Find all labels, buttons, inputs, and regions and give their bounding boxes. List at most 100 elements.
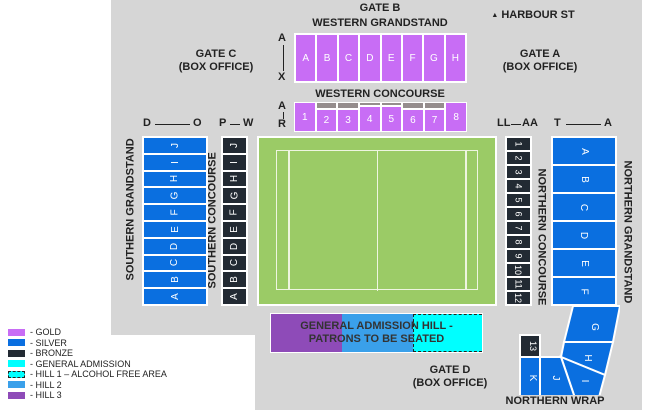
- concourse-overhead: [381, 103, 402, 105]
- nc-section[interactable]: 1: [507, 138, 530, 152]
- sc-section-label: B: [228, 276, 240, 284]
- ng-section[interactable]: D: [553, 222, 615, 250]
- wc-section[interactable]: 7: [424, 110, 445, 131]
- nc-section[interactable]: 9: [507, 250, 530, 264]
- nc-section-label: 3: [513, 169, 524, 175]
- gate-a-label: GATE A (BOX OFFICE): [490, 48, 590, 74]
- wg-section[interactable]: E: [382, 35, 403, 81]
- sc-section-label: D: [228, 242, 240, 250]
- nc-section[interactable]: 8: [507, 236, 530, 250]
- wg-section[interactable]: A: [296, 35, 318, 81]
- hill-1[interactable]: [413, 314, 482, 352]
- nc-section[interactable]: 11: [507, 278, 530, 292]
- wc-row-end: R: [278, 118, 286, 130]
- sg-section[interactable]: C: [144, 256, 206, 273]
- legend-item: - GENERAL ADMISSION: [8, 359, 167, 369]
- legend-item: - BRONZE: [8, 348, 167, 358]
- wc-section[interactable]: 4: [359, 107, 380, 131]
- sg-section[interactable]: J: [144, 138, 206, 155]
- wg-section[interactable]: C: [339, 35, 361, 81]
- sg-section[interactable]: E: [144, 222, 206, 239]
- wc-section[interactable]: 2: [316, 110, 337, 131]
- wg-section[interactable]: F: [403, 35, 425, 81]
- legend-swatch-general-admission: [8, 360, 25, 367]
- wg-section-label: E: [387, 52, 395, 64]
- sc-section[interactable]: F: [223, 205, 246, 222]
- nc-section[interactable]: 7: [507, 222, 530, 236]
- wc-section[interactable]: 3: [338, 110, 358, 131]
- wc-section[interactable]: 1: [295, 103, 315, 131]
- nc-section[interactable]: 6: [507, 208, 530, 222]
- hill-3[interactable]: [271, 314, 342, 352]
- wg-section[interactable]: B: [317, 35, 339, 81]
- pitch: [257, 136, 497, 306]
- ng-section-label: C: [578, 203, 590, 211]
- sg-section-label: I: [169, 160, 181, 164]
- legend-swatch-hill-3: [8, 391, 25, 399]
- sc-section[interactable]: D: [223, 239, 246, 256]
- sg-section-label: F: [169, 209, 181, 216]
- western-concourse-title: WESTERN CONCOURSE: [315, 88, 445, 100]
- nc-section[interactable]: 2: [507, 152, 530, 166]
- nc-section[interactable]: 10: [507, 264, 530, 278]
- sg-section[interactable]: H: [144, 172, 206, 189]
- ng-section[interactable]: E: [553, 250, 615, 278]
- wc-section[interactable]: 5: [381, 107, 402, 131]
- gate-a-title: GATE A: [519, 48, 561, 60]
- wrap-section-13[interactable]: [519, 334, 541, 358]
- wrap-section-k-label: K: [527, 375, 538, 382]
- legend-label: - HILL 1 – ALCOHOL FREE AREA: [30, 369, 167, 379]
- wg-section[interactable]: H: [446, 35, 465, 81]
- sc-section[interactable]: E: [223, 222, 246, 239]
- wg-section[interactable]: D: [360, 35, 382, 81]
- hill-2[interactable]: [342, 314, 413, 352]
- ng-section-label: D: [578, 231, 590, 239]
- ng-section[interactable]: A: [553, 138, 615, 166]
- sc-section[interactable]: A: [223, 289, 246, 304]
- sc-section[interactable]: B: [223, 272, 246, 290]
- wg-section[interactable]: G: [424, 35, 446, 81]
- wrap-section-j-label: J: [550, 376, 561, 381]
- sg-section[interactable]: I: [144, 155, 206, 172]
- ng-section[interactable]: C: [553, 194, 615, 222]
- general-admission-hill: GENERAL ADMISSION HILL - PATRONS TO BE S…: [270, 313, 483, 353]
- harbour-st-text: HARBOUR ST: [501, 9, 575, 21]
- legend-swatch-gold: [8, 328, 25, 336]
- sc-section[interactable]: C: [223, 256, 246, 273]
- pitch-line-right: [477, 150, 478, 290]
- sc-section[interactable]: I: [223, 155, 246, 172]
- sc-section[interactable]: J: [223, 138, 246, 155]
- gate-d-title: GATE D: [429, 364, 471, 376]
- wc-section-label: 8: [453, 111, 459, 123]
- ng-section[interactable]: B: [553, 166, 615, 194]
- gate-a-subtitle: (BOX OFFICE): [502, 61, 578, 73]
- sg-section[interactable]: G: [144, 188, 206, 206]
- legend-item: - GOLD: [8, 327, 167, 337]
- nc-section[interactable]: 4: [507, 180, 530, 194]
- ng-section-label: F: [578, 287, 590, 295]
- wc-section-label: 6: [410, 115, 416, 126]
- wg-section-label: A: [302, 52, 310, 64]
- southern-grandstand-title: SOUTHERN GRANDSTAND: [124, 138, 137, 281]
- sc-section[interactable]: G: [223, 188, 246, 206]
- sg-section[interactable]: A: [144, 289, 206, 304]
- gate-c-subtitle: (BOX OFFICE): [178, 61, 254, 73]
- legend-label: - HILL 2: [30, 379, 62, 390]
- sc-row-start: P: [219, 117, 227, 129]
- nc-section[interactable]: 5: [507, 194, 530, 208]
- sg-section-label: E: [169, 226, 181, 233]
- wc-section-label: 7: [431, 115, 438, 126]
- wc-section[interactable]: 8: [446, 103, 466, 131]
- gate-c-label: GATE C (BOX OFFICE): [166, 48, 266, 74]
- wg-row-start: A: [278, 32, 286, 44]
- legend-swatch-silver: [8, 339, 25, 346]
- sg-section[interactable]: D: [144, 239, 206, 256]
- sg-section-label: G: [169, 191, 181, 200]
- wc-section[interactable]: 6: [403, 110, 423, 131]
- sg-section[interactable]: B: [144, 272, 206, 290]
- sg-section[interactable]: F: [144, 205, 206, 222]
- sc-section[interactable]: H: [223, 172, 246, 189]
- nc-section[interactable]: 3: [507, 166, 530, 180]
